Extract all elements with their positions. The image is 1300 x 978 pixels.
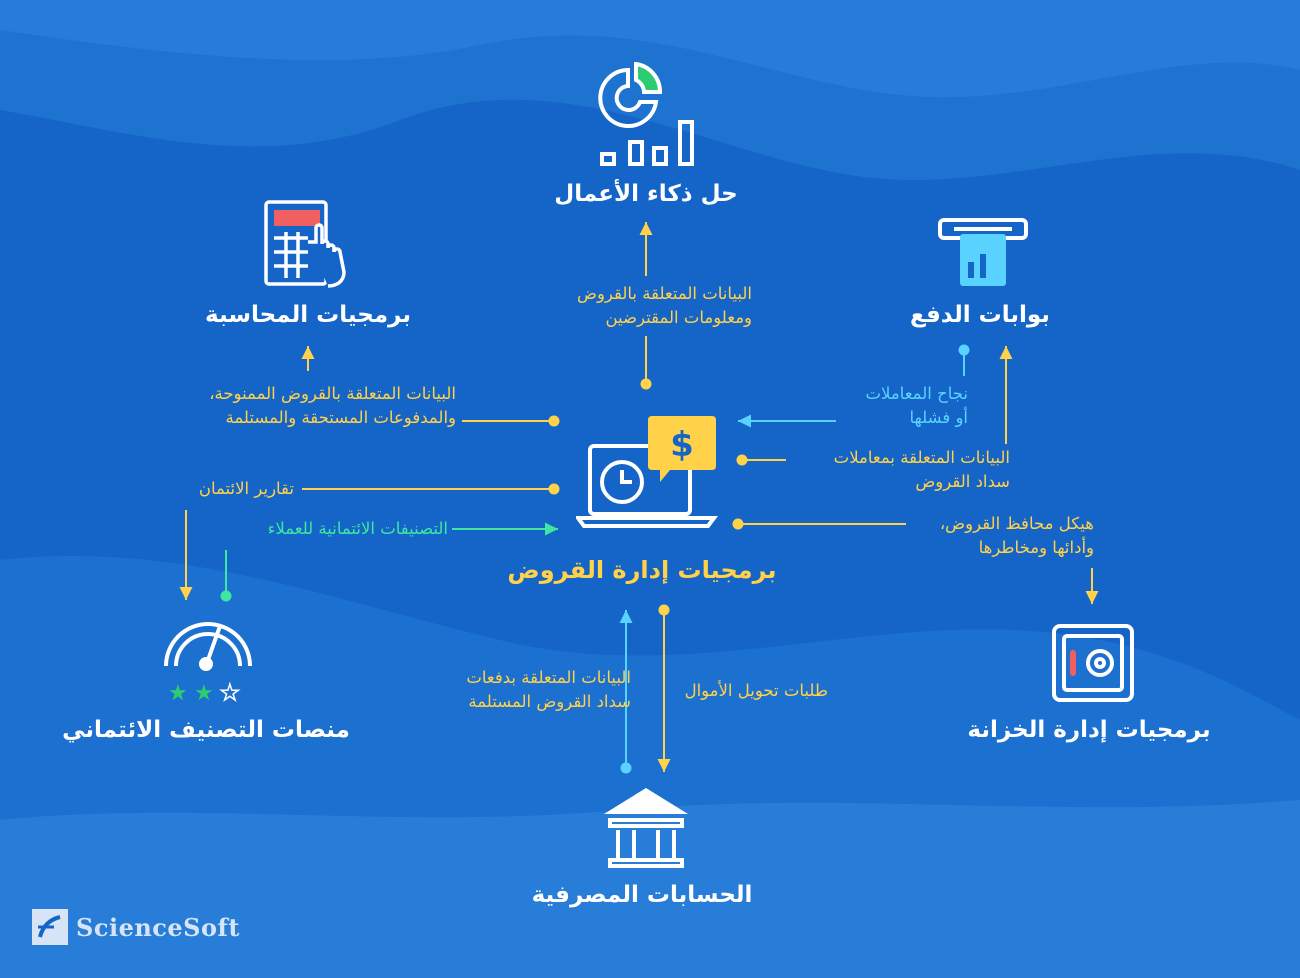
flow-arrow-from-bank (619, 610, 633, 774)
flow-label-to-bank: طلبات تحويل الأموال (684, 681, 828, 700)
flow-label-customer-ratings: التصنيفات الائتمانية للعملاء (267, 519, 448, 538)
flow-arrow-to-payment-head (999, 346, 1013, 444)
flow-arrow-customer-ratings-tail (220, 550, 232, 602)
svg-text:★: ★ (168, 681, 188, 706)
flow-arrow-to-accounting (462, 415, 560, 427)
svg-text:$: $ (670, 425, 694, 465)
treasury-node-label: برمجيات إدارة الخزانة (967, 717, 1211, 743)
flow-arrow-to-bi (640, 336, 652, 390)
flow-arrow-to-bi-head (639, 222, 653, 276)
safe-icon (1052, 624, 1134, 702)
chart-analytics-icon (598, 62, 694, 166)
laptop-dollar-icon: $ (576, 416, 718, 528)
credit-node-label: منصات التصنيف الائتماني (62, 717, 350, 743)
bi-node-label: حل ذكاء الأعمال (554, 181, 738, 207)
flow-label-to-accounting: البيانات المتعلقة بالقروض الممنوحة،والمد… (209, 384, 456, 427)
flow-arrow-credit-reports-head (179, 510, 193, 600)
flow-label-to-treasury: هيكل محافظ القروض،وأدائها ومخاطرها (939, 514, 1094, 557)
flow-arrow-to-treasury (732, 518, 906, 530)
bank-node-label: الحسابات المصرفية (531, 882, 753, 908)
flow-arrow-to-treasury-head (1085, 568, 1099, 604)
flow-label-credit-reports: تقارير الائتمان (198, 479, 294, 498)
flow-arrow-credit-reports (302, 483, 560, 495)
accounting-node-label: برمجيات المحاسبة (204, 302, 412, 328)
sciencesoft-logo-icon (32, 909, 68, 945)
payment-node-label: بوابات الدفع (910, 302, 1050, 328)
svg-text:★: ★ (194, 681, 214, 706)
flow-arrow-payment-status (958, 344, 970, 376)
gauge-rating-icon: ★ ★ ★ (164, 622, 252, 706)
flow-arrow-to-accounting-head (301, 346, 315, 371)
flow-arrow-payment-status-head (738, 414, 836, 428)
flow-arrow-customer-ratings (452, 522, 558, 536)
card-terminal-icon (938, 218, 1028, 286)
bank-icon (604, 788, 688, 868)
flow-arrow-to-payment (736, 454, 786, 466)
center-node-label: برمجيات إدارة القروض (507, 556, 777, 584)
calculator-icon (264, 200, 346, 288)
brand-name: ScienceSoft (76, 913, 240, 942)
flow-arrow-to-bank (657, 604, 671, 772)
svg-text:★: ★ (220, 681, 240, 706)
